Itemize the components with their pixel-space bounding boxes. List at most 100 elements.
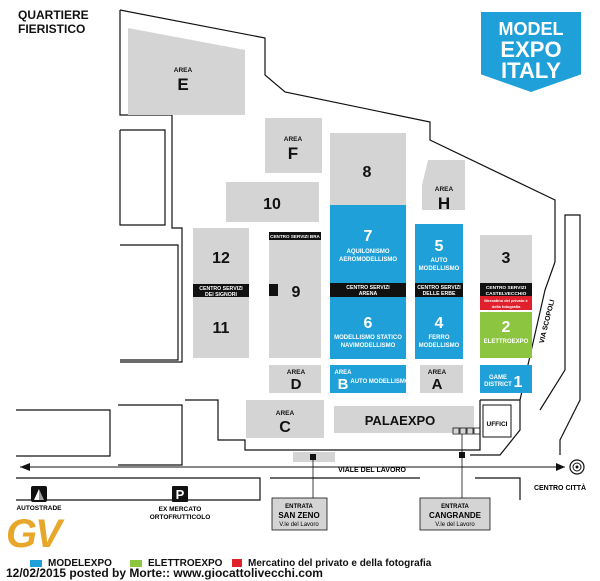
hall-9-number: 9 — [292, 284, 301, 301]
logo-line-2: EXPO — [500, 37, 562, 62]
hall-4-number: 4 — [435, 315, 444, 332]
service-arena-l2: ARENA — [359, 291, 378, 297]
hall-3 — [480, 235, 532, 285]
parking-icon — [172, 486, 188, 502]
centro-citta-icon — [569, 459, 585, 475]
area-d — [269, 365, 321, 393]
parking-l1: EX MERCATO — [159, 506, 202, 513]
via-scopoli-block — [539, 214, 581, 455]
service-castelvecchio-l1: CENTRO SERVIZI — [486, 285, 527, 291]
area-b-letter: B — [338, 376, 349, 393]
fair-boundary-north — [119, 9, 556, 262]
service-signori-l1: CENTRO SERVIZI — [199, 286, 243, 292]
service-erbe-l2: DELLE ERBE — [423, 291, 456, 297]
parking-l2: ORTOFRUTTICOLO — [150, 514, 211, 521]
hall-8-number: 8 — [363, 164, 372, 181]
hall-3-number: 3 — [502, 250, 511, 267]
hall-5-number: 5 — [435, 238, 444, 255]
autostrade-icon — [31, 486, 47, 502]
hall-1-number: 1 — [514, 374, 523, 391]
west-arrow-icon — [20, 463, 30, 471]
page-title: QUARTIERE FIERISTICO — [18, 8, 89, 36]
grey-halls — [128, 28, 532, 462]
hall-4-desc-2: MODELLISMO — [419, 343, 460, 349]
service-arena-l1: CENTRO SERVIZI — [346, 285, 390, 291]
area-f-tag: AREA — [284, 136, 303, 143]
uffici-lot — [470, 399, 521, 456]
cangrande-l1: ENTRATA — [441, 504, 469, 510]
hall-6-desc-2: NAVIMODELLISMO — [341, 343, 396, 349]
fair-boundary-south — [185, 399, 481, 451]
block-sw2 — [118, 404, 183, 466]
hall-5 — [415, 224, 463, 283]
block-bottom-left — [16, 477, 261, 501]
mercatino-l1: Mercatino del privato e — [484, 298, 528, 303]
block-west-2 — [120, 244, 179, 361]
service-castelvecchio-l2: CASTELVECCHIO — [486, 291, 527, 297]
modelexpo-logo: MODEL EXPO ITALY — [481, 12, 581, 92]
uffici-label: UFFICI — [487, 421, 508, 428]
service-signori-l2: DEI SIGNORI — [205, 292, 238, 298]
block-sw — [16, 409, 111, 457]
san-zeno-l1: ENTRATA — [285, 504, 313, 510]
area-d-letter: D — [291, 376, 302, 393]
fair-boundary-west — [119, 10, 183, 363]
hall-6-number: 6 — [364, 315, 373, 332]
legend-swatch-green — [130, 559, 142, 567]
area-f — [265, 118, 322, 173]
hall-7 — [330, 205, 406, 283]
area-b — [330, 365, 406, 393]
hall-2-desc: ELETTROEXPO — [484, 339, 529, 345]
mercatino-l2: della fotografia — [492, 304, 521, 309]
area-h-tag: AREA — [435, 186, 454, 193]
area-e-tag: AREA — [174, 67, 193, 74]
area-a-letter: A — [432, 376, 443, 393]
title-line-1: QUARTIERE — [18, 8, 89, 22]
mercatino-strip — [480, 296, 532, 310]
site-outlines — [16, 9, 581, 501]
title-line-2: FIERISTICO — [18, 22, 86, 36]
legend-mercatino: Mercatino del privato e della fotografia — [232, 558, 431, 569]
entrance-cangrande: ENTRATA CANGRANDE V.le del Lavoro — [419, 497, 491, 531]
hall-11-number: 11 — [213, 320, 230, 337]
street-viale-lavoro: VIALE DEL LAVORO — [338, 467, 406, 474]
footer-credit: 12/02/2015 posted by Morte:: www.giocatt… — [6, 566, 323, 580]
hall-6 — [330, 297, 406, 359]
area-c-letter: C — [279, 419, 291, 436]
area-h-letter: H — [438, 194, 450, 213]
entrance-gates — [452, 427, 481, 435]
east-arrow-icon — [556, 463, 565, 471]
hall-2-number: 2 — [502, 319, 511, 336]
hall-6-desc-1: MODELLISMO STATICO — [334, 335, 402, 341]
hall-1-desc-2: DISTRICT — [484, 382, 512, 388]
autostrade-label: AUTOSTRADE — [16, 505, 62, 512]
legend-swatch-blue — [30, 559, 42, 567]
hall-4 — [415, 297, 463, 359]
service-bars — [193, 232, 532, 297]
area-d-tag: AREA — [287, 369, 306, 376]
hall-10-number: 10 — [263, 196, 281, 213]
palaexpo — [334, 406, 474, 433]
logo-line-3: ITALY — [501, 58, 561, 83]
legend-swatch-red — [232, 559, 242, 568]
area-c — [246, 400, 324, 438]
logo-line-1: MODEL — [498, 19, 564, 39]
block-west-1 — [119, 129, 166, 226]
legend-elettroexpo: ELETTROEXPO — [130, 558, 222, 569]
area-h — [422, 160, 465, 210]
centro-citta-label: CENTRO CITTÀ — [534, 483, 586, 492]
modelexpo-halls — [330, 205, 532, 393]
san-zeno-marker — [310, 454, 316, 460]
hall-12-number: 12 — [212, 250, 230, 267]
hall-2 — [480, 312, 532, 358]
parking-symbol: P — [176, 487, 185, 502]
cangrande-l3: V.le del Lavoro — [435, 522, 475, 528]
gv-watermark: GV — [6, 512, 62, 556]
area-e-letter: E — [177, 75, 188, 94]
area-e — [128, 28, 245, 115]
hall-1-desc-1: GAME — [489, 375, 507, 381]
block-bottom-right — [475, 477, 521, 500]
area-c-tag: AREA — [276, 410, 295, 417]
entrance-san-zeno: ENTRATA SAN ZENO V.le del Lavoro — [271, 497, 328, 531]
